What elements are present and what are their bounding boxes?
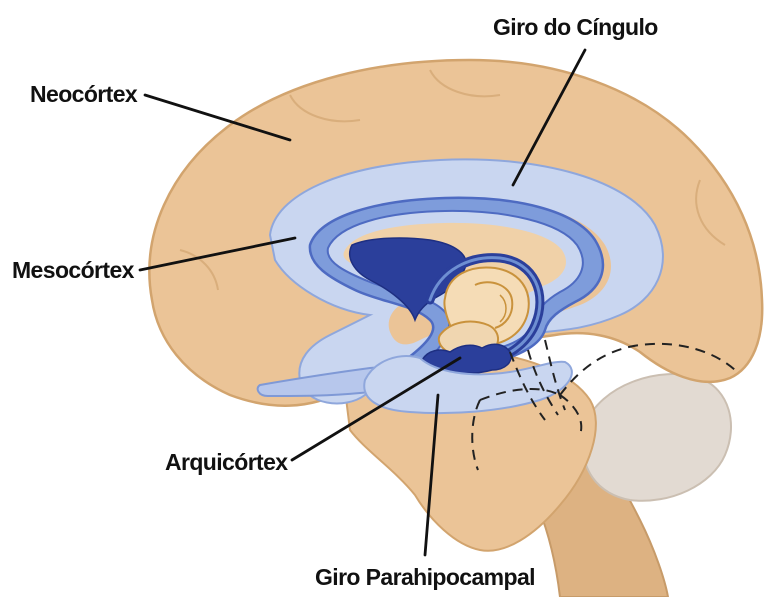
label-arquicortex: Arquicórtex — [165, 449, 288, 475]
label-mesocortex: Mesocórtex — [12, 257, 135, 283]
label-neocortex: Neocórtex — [30, 81, 138, 107]
cerebellum — [583, 374, 731, 501]
label-giro-parahipocampal: Giro Parahipocampal — [315, 564, 535, 590]
label-giro-do-cingulo: Giro do Cíngulo — [493, 14, 658, 40]
